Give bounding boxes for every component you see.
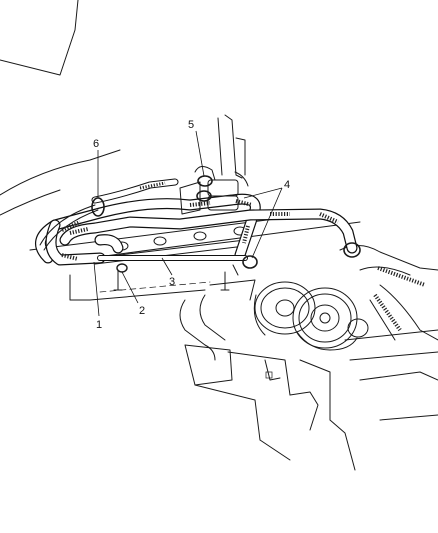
callout-5: 5 — [188, 119, 194, 131]
callout-1: 1 — [96, 319, 102, 331]
hose-clamp-icon — [242, 255, 258, 269]
leader-line-1 — [93, 261, 100, 317]
callout-3: 3 — [169, 276, 175, 288]
callout-2: 2 — [139, 305, 145, 317]
hose-clamp-icon — [343, 242, 361, 258]
callout-6: 6 — [93, 138, 99, 150]
heater-valve-bracket — [179, 166, 249, 215]
hose-clamp-icon — [196, 190, 212, 202]
leader-line-3 — [161, 257, 173, 276]
heater-hose-lower — [59, 208, 358, 254]
heater-hose-upper — [35, 193, 261, 264]
callout-4: 4 — [284, 179, 290, 191]
leader-line-4b — [251, 187, 283, 259]
callout-leaders — [93, 130, 283, 317]
hose-clamp-icon — [197, 175, 213, 187]
fastener-studs — [113, 264, 239, 291]
leader-line-4a — [243, 187, 283, 199]
heater-hose-front-loop — [45, 219, 124, 266]
leader-line-5 — [195, 130, 205, 177]
leader-line-2 — [121, 271, 139, 304]
callout-labels: 1 2 3 4 5 6 — [93, 119, 290, 331]
